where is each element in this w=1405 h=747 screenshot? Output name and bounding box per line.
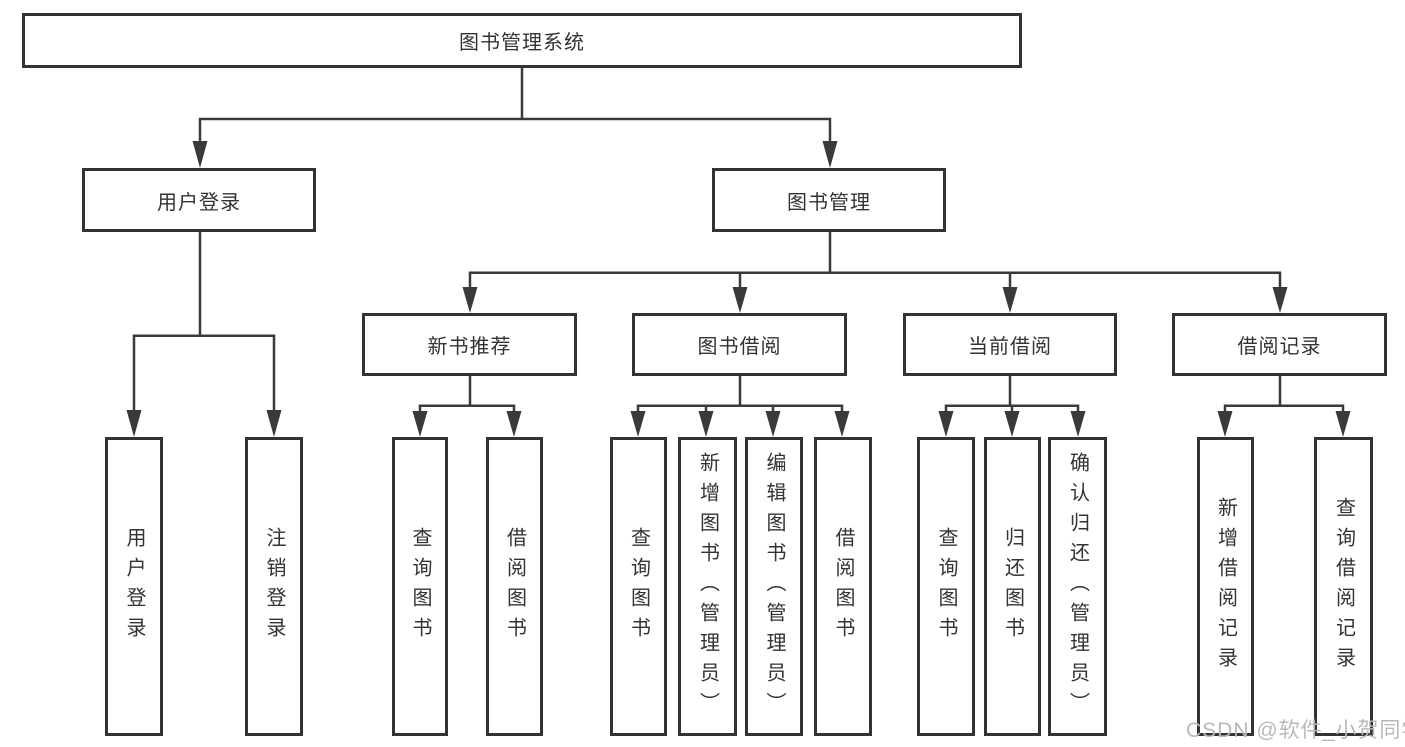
connector-root-to-level2 <box>192 68 838 168</box>
leaf-borrow-books-1: 借阅图书 <box>486 437 543 736</box>
leaf-query-books-1: 查询图书 <box>392 437 448 736</box>
node-current-borrowing: 当前借阅 <box>903 313 1117 376</box>
leaf-borrow-books-2: 借阅图书 <box>814 437 872 736</box>
connector-book-mgmt-to-level3 <box>462 232 1288 313</box>
leaf-logout: 注销登录 <box>245 437 303 736</box>
node-label: 查询图书 <box>935 526 957 647</box>
node-label: 新增图书（管理员） <box>696 451 719 722</box>
node-label: 归还图书 <box>1001 526 1024 647</box>
connector-user-login-branch <box>126 232 282 437</box>
node-borrowing-records: 借阅记录 <box>1172 313 1387 376</box>
node-label: 用户登录 <box>157 191 241 214</box>
connector-current-borrow-branch <box>938 376 1086 437</box>
csdn-watermark: CSDN @软件_小贺同学 <box>1186 719 1405 742</box>
node-label: 图书管理系统 <box>459 32 585 54</box>
leaf-query-borrow-record: 查询借阅记录 <box>1314 437 1373 736</box>
connector-new-books-branch <box>412 376 522 437</box>
node-label: 确认归还（管理员） <box>1066 451 1089 722</box>
node-label: 借阅图书 <box>503 526 526 647</box>
leaf-user-login: 用户登录 <box>105 437 163 736</box>
leaf-return-books: 归还图书 <box>984 437 1041 736</box>
node-label: 编辑图书（管理员） <box>763 451 785 722</box>
node-label: 查询借阅记录 <box>1332 496 1355 677</box>
node-label: 当前借阅 <box>968 336 1052 358</box>
node-label: 借阅记录 <box>1237 336 1322 358</box>
leaf-query-books-3: 查询图书 <box>917 437 975 736</box>
node-label: 新增借阅记录 <box>1214 496 1237 677</box>
connector-book-borrow-branch <box>630 376 850 437</box>
leaf-query-books-2: 查询图书 <box>610 437 667 736</box>
node-book-borrowing: 图书借阅 <box>632 313 847 376</box>
leaf-confirm-return-admin: 确认归还（管理员） <box>1048 437 1107 736</box>
node-label: 查询图书 <box>409 526 431 647</box>
node-label: 查询图书 <box>627 526 650 647</box>
node-label: 用户登录 <box>123 526 145 647</box>
node-new-book-recommend: 新书推荐 <box>362 313 577 376</box>
node-label: 借阅图书 <box>832 526 854 647</box>
node-book-management: 图书管理 <box>712 168 946 232</box>
node-label: 新书推荐 <box>427 336 512 358</box>
leaf-add-books-admin: 新增图书（管理员） <box>678 437 737 736</box>
node-label: 图书借阅 <box>697 336 782 358</box>
leaf-edit-books-admin: 编辑图书（管理员） <box>745 437 803 736</box>
connector-borrow-records-branch <box>1217 376 1351 437</box>
node-label: 图书管理 <box>787 191 871 214</box>
leaf-add-borrow-record: 新增借阅记录 <box>1197 437 1254 736</box>
node-user-login: 用户登录 <box>82 168 316 232</box>
node-library-system: 图书管理系统 <box>22 13 1022 68</box>
node-label: 注销登录 <box>263 526 285 647</box>
